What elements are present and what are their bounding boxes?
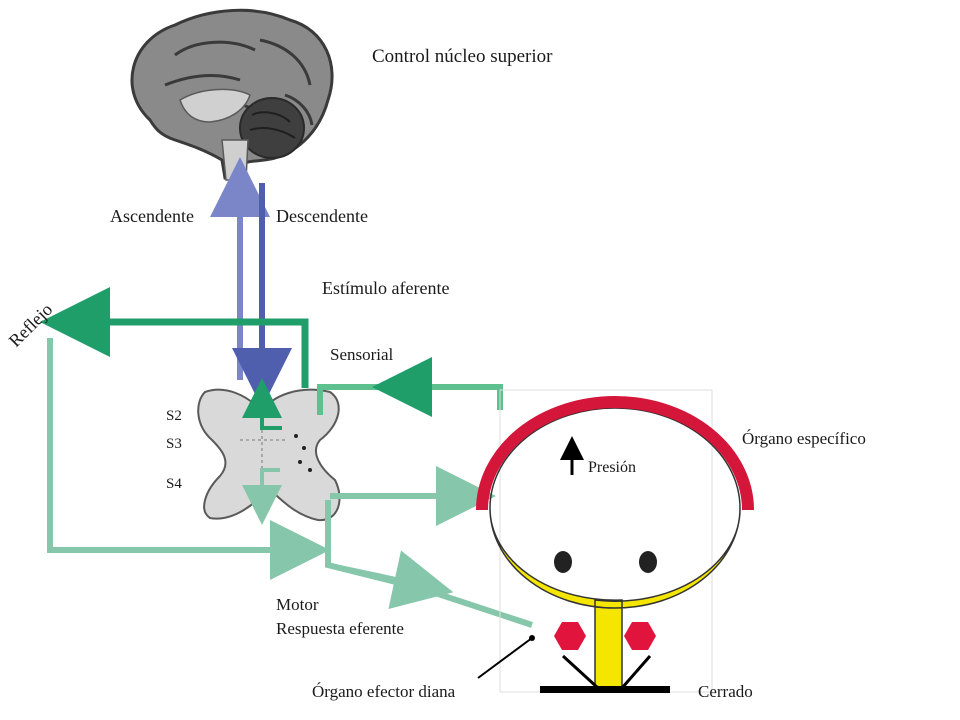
reflex-pathway: [40, 287, 309, 388]
spinal-cord-section: [197, 388, 341, 522]
cord-sensory-arrow: [242, 378, 282, 430]
brain-illustration: [130, 8, 334, 181]
sensory-label: Sensorial: [330, 345, 394, 364]
cord-motor-arrow: [242, 468, 282, 525]
reflex-return-pathway: [47, 338, 330, 580]
afferent-label: Estímulo aferente: [322, 278, 449, 298]
descending-label: Descendente: [276, 206, 368, 226]
motor-to-sphincter-arrow: [339, 550, 454, 610]
effector-pointer-line: [477, 637, 533, 679]
s4-label: S4: [166, 476, 182, 492]
closed-outlet-bar: [540, 686, 670, 693]
afferent-pathway-line: [317, 384, 503, 415]
motor-to-sphincter-pathway: [325, 500, 533, 628]
bladder-organ: [476, 396, 754, 693]
organ-label: Órgano específico: [742, 429, 866, 448]
pressure-label: Presión: [588, 459, 636, 476]
detrusor-wall: [476, 396, 754, 511]
brain-label: Control núcleo superior: [372, 46, 553, 67]
s2-label: S2: [166, 408, 182, 424]
effector-label: Órgano efector diana: [312, 682, 456, 701]
motor-label-line1: Motor: [276, 595, 319, 614]
closed-label: Cerrado: [698, 682, 753, 701]
s3-label: S3: [166, 436, 182, 452]
sphincter-muscles: [554, 622, 656, 690]
motor-label-line2: Respuesta eferente: [276, 619, 404, 638]
ascending-label: Ascendente: [110, 206, 194, 226]
